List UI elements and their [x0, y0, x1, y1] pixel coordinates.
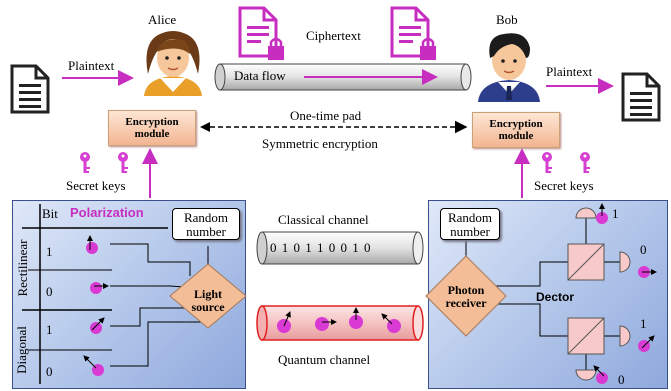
classical-channel-label: Classical channel	[278, 212, 369, 227]
detector-output-value: 1	[640, 316, 647, 331]
alice-avatar-icon	[138, 28, 208, 96]
encryption-module-right: Encryption module	[472, 112, 560, 148]
photon-receiver-label: Photon receiver	[445, 283, 487, 310]
ciphertext-label: Ciphertext	[306, 28, 361, 43]
plaintext-document-icon-left	[10, 64, 50, 114]
key-icon	[578, 152, 592, 174]
detector-label: Dector	[536, 290, 575, 304]
bit-value: 0	[46, 284, 53, 299]
ciphertext-document-icon-left	[238, 6, 290, 64]
alice-label: Alice	[148, 12, 177, 27]
plaintext-label-left: Plaintext	[68, 58, 115, 73]
key-icon	[540, 152, 554, 174]
detector-output-value: 0	[618, 372, 625, 387]
detector-output-value: 1	[612, 206, 619, 221]
bob-label: Bob	[496, 12, 518, 27]
random-number-box-alice: Random number	[172, 208, 240, 240]
secret-keys-label-right: Secret keys	[534, 178, 594, 193]
light-source-label: Light source	[191, 287, 225, 314]
bob-avatar-icon	[474, 28, 544, 102]
secret-keys-label-left: Secret keys	[66, 178, 126, 193]
encryption-module-left: Encryption module	[108, 110, 196, 146]
quantum-channel-label: Quantum channel	[278, 352, 371, 367]
bit-value: 0	[46, 364, 53, 379]
plaintext-document-icon-right	[621, 72, 661, 122]
bit-string-label: 0 1 0 1 1 0 0 1 0	[270, 240, 372, 255]
bit-value: 1	[46, 322, 53, 337]
symmetric-encryption-label: Symmetric encryption	[262, 136, 378, 151]
one-time-pad-label: One-time pad	[290, 108, 362, 123]
data-flow-label: Data flow	[234, 68, 286, 83]
ciphertext-document-icon-right	[390, 6, 442, 64]
bit-value: 1	[46, 244, 53, 259]
polarization-header: Polarization	[70, 205, 144, 220]
random-number-box-bob: Random number	[440, 208, 500, 240]
detector-output-value: 0	[640, 242, 647, 257]
key-icon	[78, 152, 92, 174]
key-icon	[116, 152, 130, 174]
plaintext-label-right: Plaintext	[546, 64, 593, 79]
bit-header: Bit	[42, 206, 58, 221]
